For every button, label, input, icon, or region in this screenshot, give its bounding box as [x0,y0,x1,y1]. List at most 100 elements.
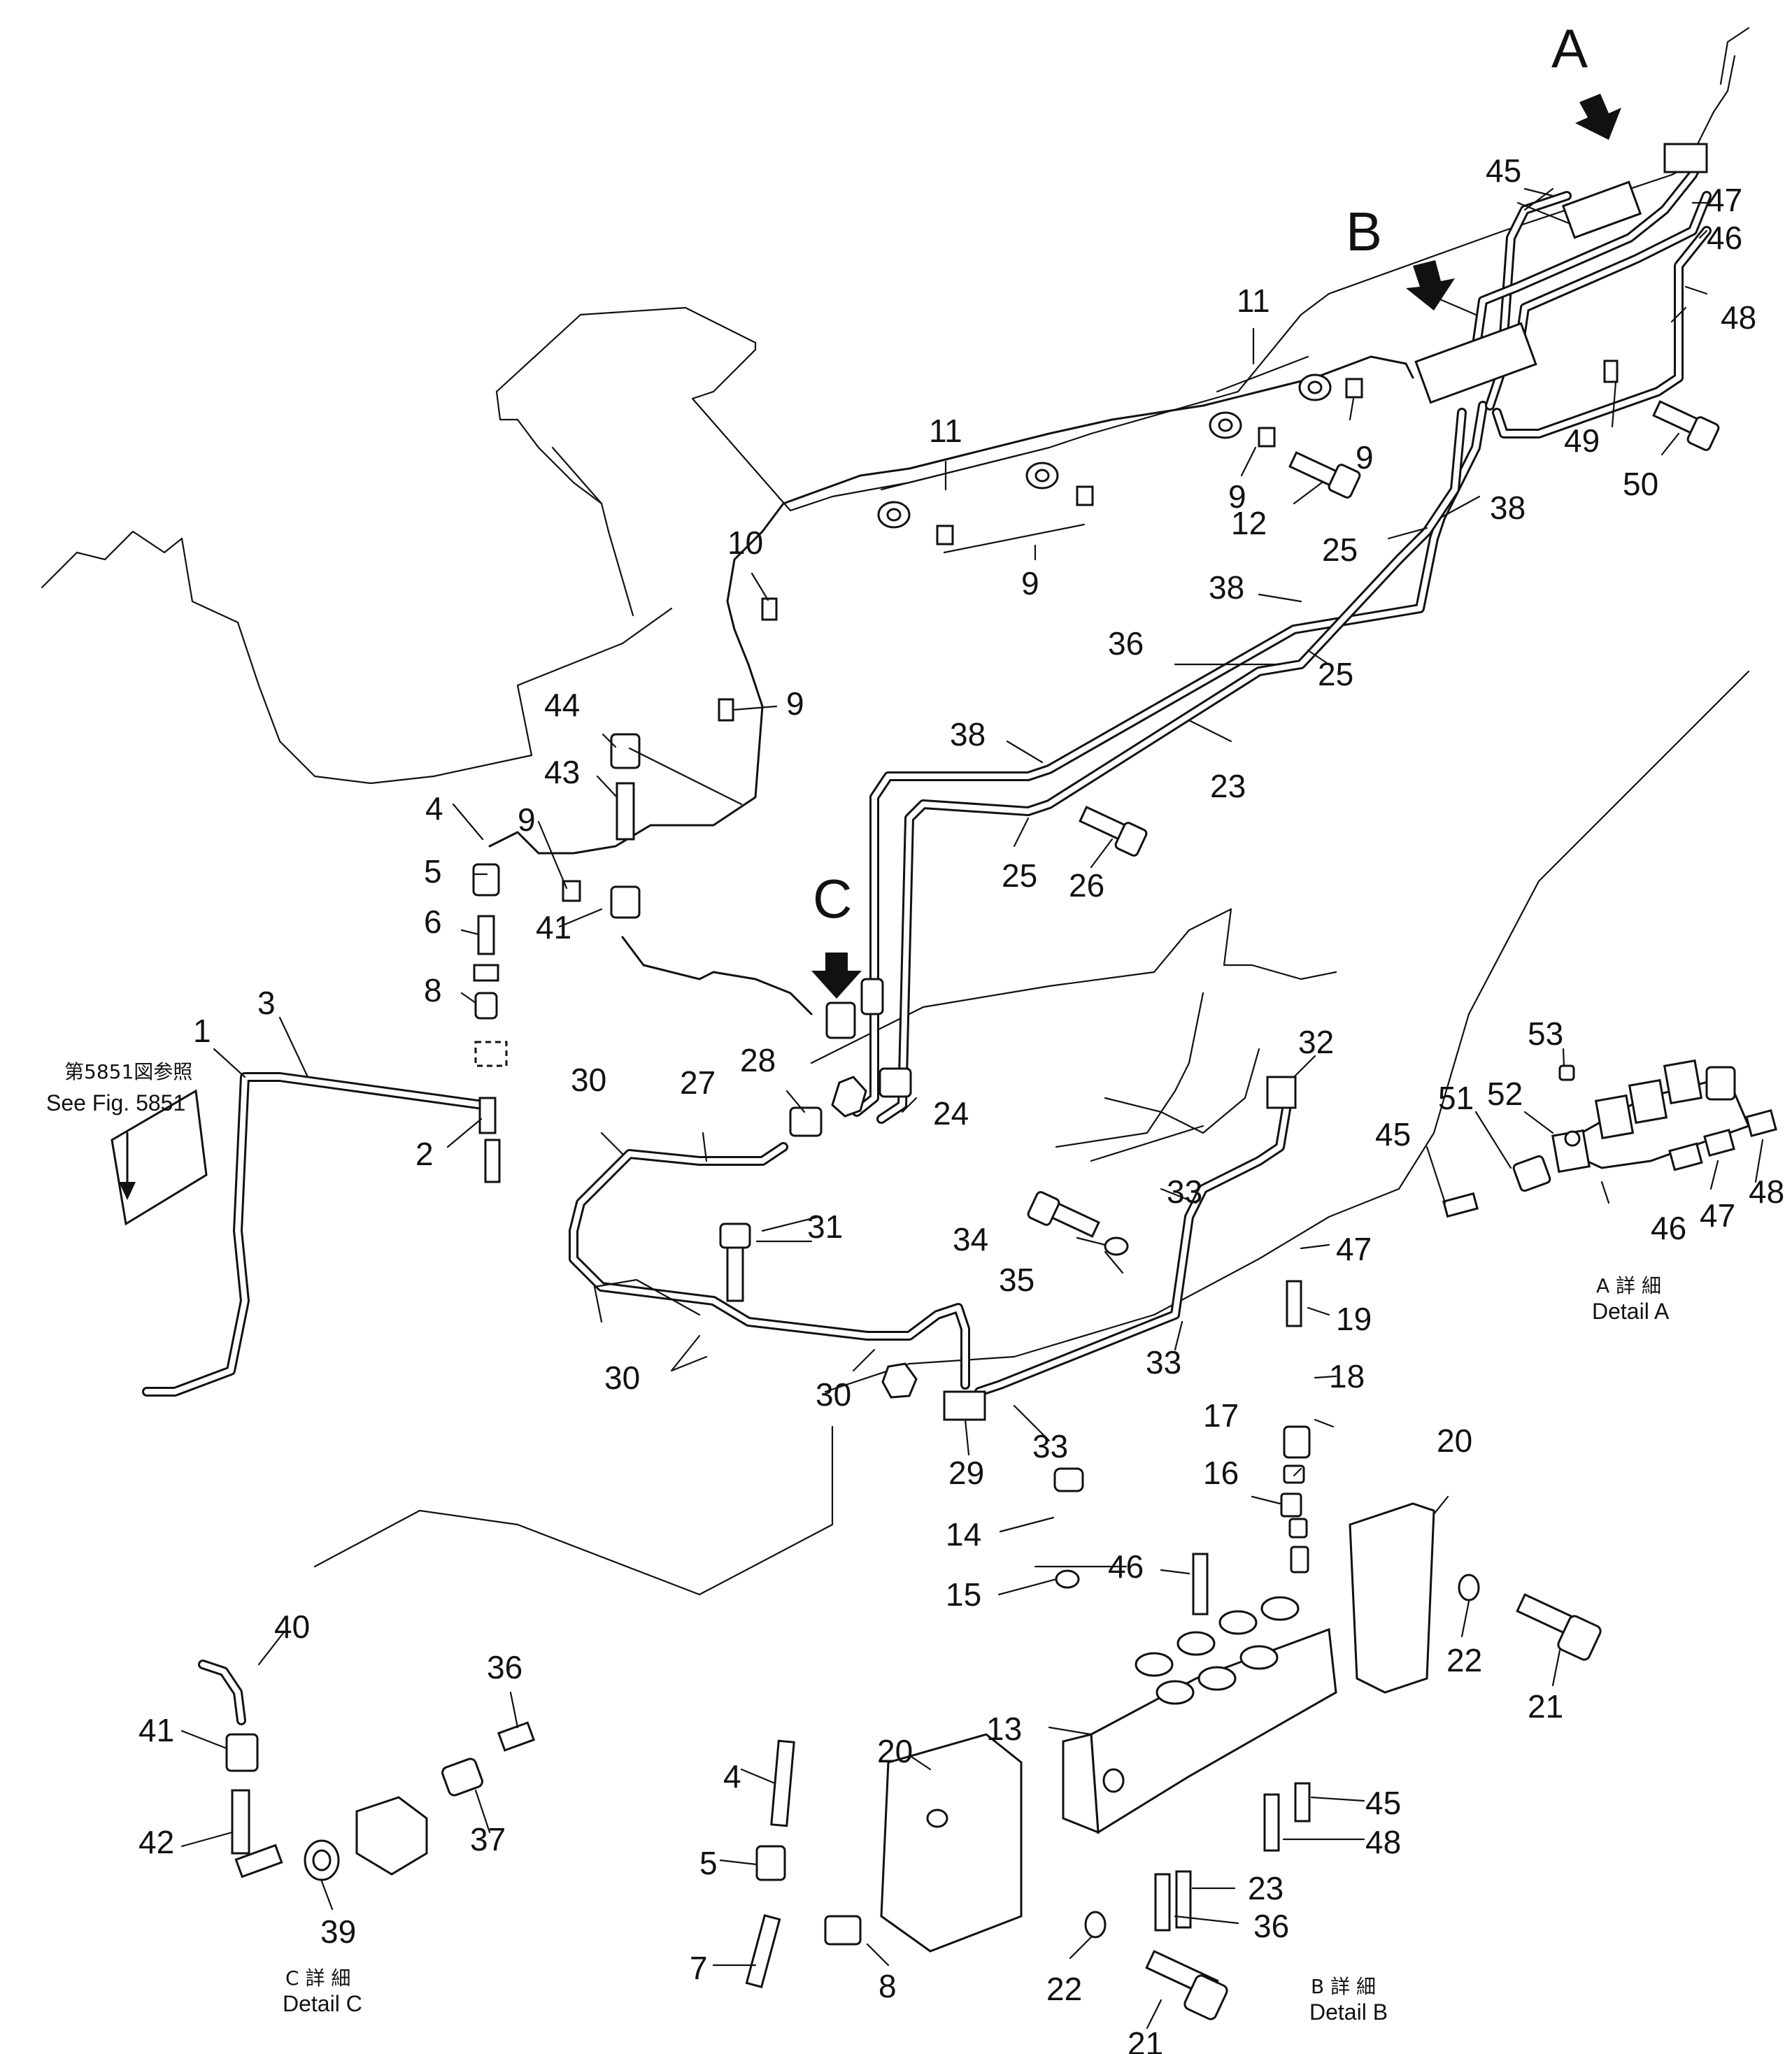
reference-jp: 第5851図参照 [64,1060,192,1083]
callout-20a: 20 [1437,1422,1472,1459]
callout-10: 10 [727,525,763,561]
callout-1: 1 [193,1013,211,1049]
callout-15: 15 [946,1576,981,1613]
callout-37: 37 [470,1821,506,1857]
callout-45c: 45 [1365,1785,1401,1821]
machine-frame-outline [41,27,1750,1596]
callout-32: 32 [1298,1024,1334,1060]
callout-34: 34 [953,1221,988,1257]
callout-11a: 11 [929,413,962,449]
callout-48a: 48 [1721,299,1756,336]
callout-46c: 46 [1108,1548,1144,1585]
callout-17: 17 [1203,1397,1239,1434]
callout-9c: 9 [1021,565,1039,601]
arrow-b-icon [1406,260,1455,311]
detail-b-en: Detail B [1309,1999,1388,2025]
detail-a-group [1442,1059,1777,1218]
callout-38a: 38 [1490,490,1526,526]
view-letter-b: B [1346,201,1382,262]
detail-c-jp: C 詳 細 [285,1967,350,1990]
callout-47b: 47 [1700,1197,1735,1234]
callout-39: 39 [320,1913,356,1950]
callout-24: 24 [933,1095,969,1132]
callout-26: 26 [1069,867,1104,904]
callout-38c: 38 [950,716,986,753]
callout-45a: 45 [1486,152,1521,189]
callout-7: 7 [690,1950,708,1986]
callout-41b: 41 [138,1712,174,1748]
callout-33c: 33 [1032,1428,1068,1464]
callout-42: 42 [138,1824,174,1860]
callout-43: 43 [544,754,580,790]
reference-en: See Fig. 5851 [46,1090,185,1115]
callout-50: 50 [1623,466,1658,502]
callout-48b: 48 [1749,1174,1784,1210]
callout-9e: 9 [1356,439,1374,476]
callout-12: 12 [1231,505,1267,541]
callout-36c: 36 [1253,1908,1289,1944]
callout-9b: 9 [786,685,804,722]
callout-14: 14 [946,1516,981,1553]
callout-36a: 36 [1108,625,1144,662]
callout-28: 28 [740,1042,776,1078]
callout-11b: 11 [1237,283,1270,319]
callout-16: 16 [1203,1455,1239,1491]
callout-13: 13 [986,1711,1022,1747]
callout-4a: 4 [425,790,443,827]
detail-a-en: Detail A [1592,1299,1670,1324]
callout-48c: 48 [1365,1824,1401,1860]
callout-47a: 47 [1707,182,1742,218]
detail-b-group [745,1280,1602,2020]
leader-lines [180,187,1764,2030]
view-arrows [119,94,1621,1200]
callout-38b: 38 [1209,569,1244,606]
callout-25a: 25 [1002,857,1037,894]
callout-2: 2 [415,1136,434,1172]
callout-20b: 20 [877,1733,913,1769]
callout-21a: 21 [1528,1688,1563,1725]
callout-18: 18 [1329,1358,1365,1395]
callout-5a: 5 [424,853,442,890]
detail-b-jp: B 詳 細 [1311,1975,1376,1998]
callout-33b: 33 [1146,1344,1181,1381]
callout-47c: 47 [1336,1231,1372,1267]
callout-9a: 9 [518,801,536,838]
callout-23b: 23 [1248,1870,1283,1906]
callout-6: 6 [424,904,442,940]
callout-25c: 25 [1322,532,1358,568]
callout-40: 40 [274,1609,310,1645]
callout-25b: 25 [1318,656,1353,692]
callout-27: 27 [680,1064,716,1101]
callout-8b: 8 [879,1968,897,2004]
callout-53: 53 [1528,1015,1563,1052]
detail-c-group [198,1660,536,1881]
callout-5b: 5 [699,1845,718,1881]
callout-35: 35 [999,1262,1034,1298]
callout-19: 19 [1336,1301,1372,1337]
callout-22a: 22 [1446,1642,1482,1678]
detail-a-jp: A 詳 細 [1596,1274,1661,1297]
view-letter-a: A [1551,17,1588,79]
callout-9d: 9 [1228,478,1246,515]
callout-45b: 45 [1375,1116,1411,1153]
callout-30c: 30 [816,1376,851,1413]
callout-33a: 33 [1167,1174,1202,1210]
callout-51: 51 [1438,1080,1474,1116]
callout-46b: 46 [1651,1210,1686,1246]
callout-49: 49 [1564,422,1600,459]
callout-3: 3 [257,985,276,1021]
callout-23a: 23 [1210,768,1246,804]
callout-30a: 30 [571,1062,606,1098]
callouts: 1 2 3 4 5 6 8 9 9 9 9 9 10 11 11 12 13 1… [138,152,1784,2054]
view-letter-c: C [813,868,852,929]
callout-29: 29 [948,1455,984,1491]
callout-36b: 36 [487,1649,522,1685]
callout-31: 31 [807,1208,843,1245]
callout-44: 44 [544,687,580,723]
callout-22b: 22 [1046,1971,1082,2007]
callout-21b: 21 [1128,2025,1163,2054]
detail-c-en: Detail C [283,1991,362,2016]
callout-4b: 4 [723,1758,741,1795]
callout-8a: 8 [424,972,442,1008]
